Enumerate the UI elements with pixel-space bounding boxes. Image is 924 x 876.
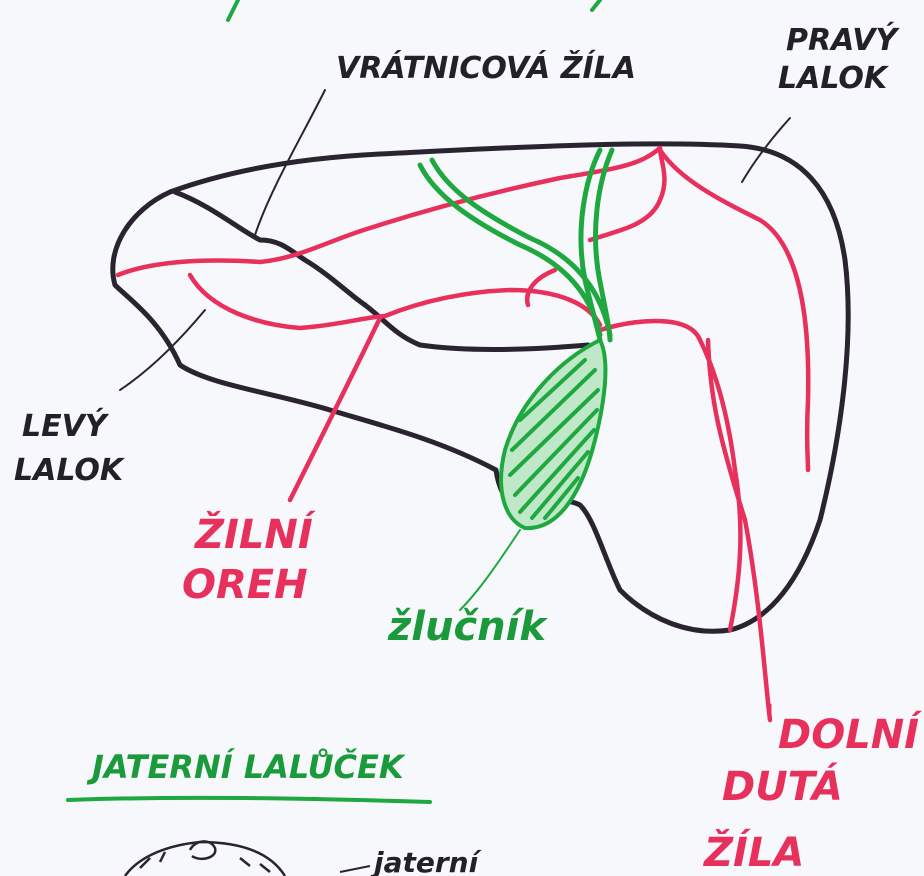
label-right-lobe-line2: LALOK [778,61,890,96]
top-stroke-right [592,0,600,10]
label-vein-node-line1: ŽILNÍ [193,510,316,558]
gallbladder [501,340,605,528]
lobule-heading-underline [68,798,430,802]
top-stroke-left [228,0,238,20]
label-left-lobe-line1: LEVÝ [22,408,110,444]
label-gallbladder: žlučník [387,604,548,650]
lobule-leader [340,866,370,872]
leader-left-lobe [120,310,205,390]
lobule-partial-label: jaterní [370,846,483,876]
leader-gallbladder [460,530,520,610]
label-vena-cava-line1: DOLNÍ [778,710,922,758]
label-vena-cava-line3: ŽÍLA [702,828,804,876]
label-left-lobe-line2: LALOK [14,453,126,488]
label-vein-node-line2: OREH [182,562,308,608]
lobule-heading: JATERNÍ LALŮČEK [86,747,406,786]
label-vena-cava-line2: DUTÁ [722,762,843,810]
label-right-lobe-line1: PRAVÝ [786,22,900,58]
bile-ducts [420,150,612,340]
label-portal-vein: VRÁTNICOVÁ ŽÍLA [336,50,636,86]
lobule-sketch [125,841,285,876]
